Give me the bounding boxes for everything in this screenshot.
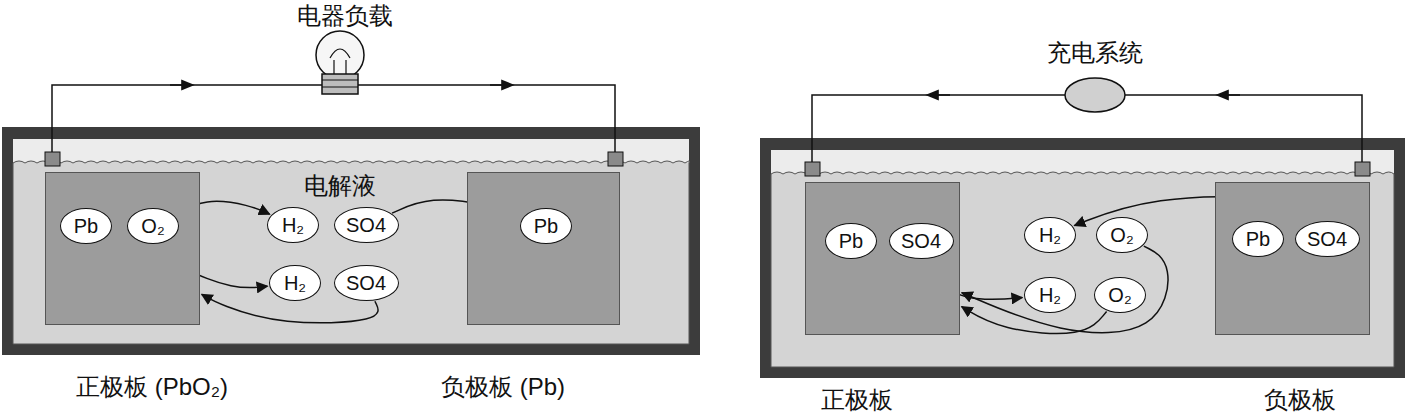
current-arrow — [1218, 94, 1240, 96]
electrode-plate: 正极板PbSO4 — [805, 182, 960, 335]
plate-label: 正极板 (PbO₂) — [76, 371, 228, 403]
electrode-plate: 正极板 (PbO₂)PbO₂ — [45, 172, 200, 325]
terminal — [45, 152, 60, 166]
molecule-ellipse: SO4 — [1295, 221, 1360, 257]
reaction-arrow — [962, 246, 1168, 333]
molecule-ellipse: O₂ — [1096, 217, 1148, 253]
current-arrow — [170, 84, 192, 86]
plate-label: 负极板 — [1264, 384, 1336, 412]
molecule-ellipse: H₂ — [1024, 277, 1076, 313]
chemical-formula: Pb — [1246, 228, 1270, 251]
chemical-formula: SO4 — [346, 272, 386, 295]
electrode-plate: 负极板 (Pb)Pb — [467, 172, 620, 325]
chemical-formula: SO4 — [1307, 228, 1347, 251]
label: 电器负载 — [297, 0, 393, 32]
molecule-ellipse: Pb — [1232, 221, 1284, 257]
wire — [358, 85, 615, 156]
molecule-ellipse: H₂ — [269, 265, 321, 301]
molecule-ellipse: Pb — [825, 223, 877, 259]
electrode-plate: 负极板PbSO4 — [1215, 182, 1370, 335]
plate-label: 正极板 — [821, 384, 893, 412]
battery-case — [760, 138, 1405, 378]
current-arrow — [490, 84, 512, 86]
case-interior — [13, 139, 689, 344]
electrolyte — [13, 161, 690, 344]
chemical-formula: H₂ — [1039, 224, 1061, 247]
plate-label: 负极板 (Pb) — [441, 371, 565, 403]
molecule-ellipse: SO4 — [334, 207, 399, 243]
charger-symbol — [1065, 78, 1125, 112]
molecule-ellipse: SO4 — [889, 223, 954, 259]
molecule-ellipse: Pb — [520, 208, 572, 244]
molecule-ellipse: O₂ — [1094, 277, 1146, 313]
chemical-formula: SO4 — [901, 230, 941, 253]
molecule-ellipse: H₂ — [267, 207, 319, 243]
chemical-formula: Pb — [839, 230, 863, 253]
chemical-formula: Pb — [74, 215, 98, 238]
wire — [1125, 95, 1362, 166]
electrolyte — [771, 172, 1394, 367]
bulb-symbol — [316, 31, 364, 94]
label: 充电系统 — [1047, 37, 1143, 69]
chemical-formula: H₂ — [282, 214, 304, 237]
molecule-ellipse: O₂ — [127, 208, 179, 244]
chemical-formula: SO4 — [346, 214, 386, 237]
chemical-formula: H₂ — [284, 272, 306, 295]
chemical-formula: O₂ — [1110, 224, 1133, 247]
current-arrow — [928, 94, 950, 96]
molecule-ellipse: H₂ — [1024, 217, 1076, 253]
chemical-formula: O₂ — [141, 215, 164, 238]
chemical-formula: O₂ — [1108, 284, 1131, 307]
reaction-arrow — [962, 307, 1107, 334]
label: 电解液 — [304, 170, 376, 202]
molecule-ellipse: Pb — [60, 208, 112, 244]
battery-case — [2, 127, 700, 355]
chemical-formula: H₂ — [1039, 284, 1061, 307]
chemical-formula: Pb — [534, 215, 558, 238]
wire — [812, 95, 1065, 166]
molecule-ellipse: SO4 — [334, 265, 399, 301]
terminal — [608, 152, 623, 166]
terminal — [805, 162, 820, 176]
wire — [52, 85, 322, 156]
terminal — [1355, 162, 1370, 176]
case-interior — [771, 150, 1394, 367]
